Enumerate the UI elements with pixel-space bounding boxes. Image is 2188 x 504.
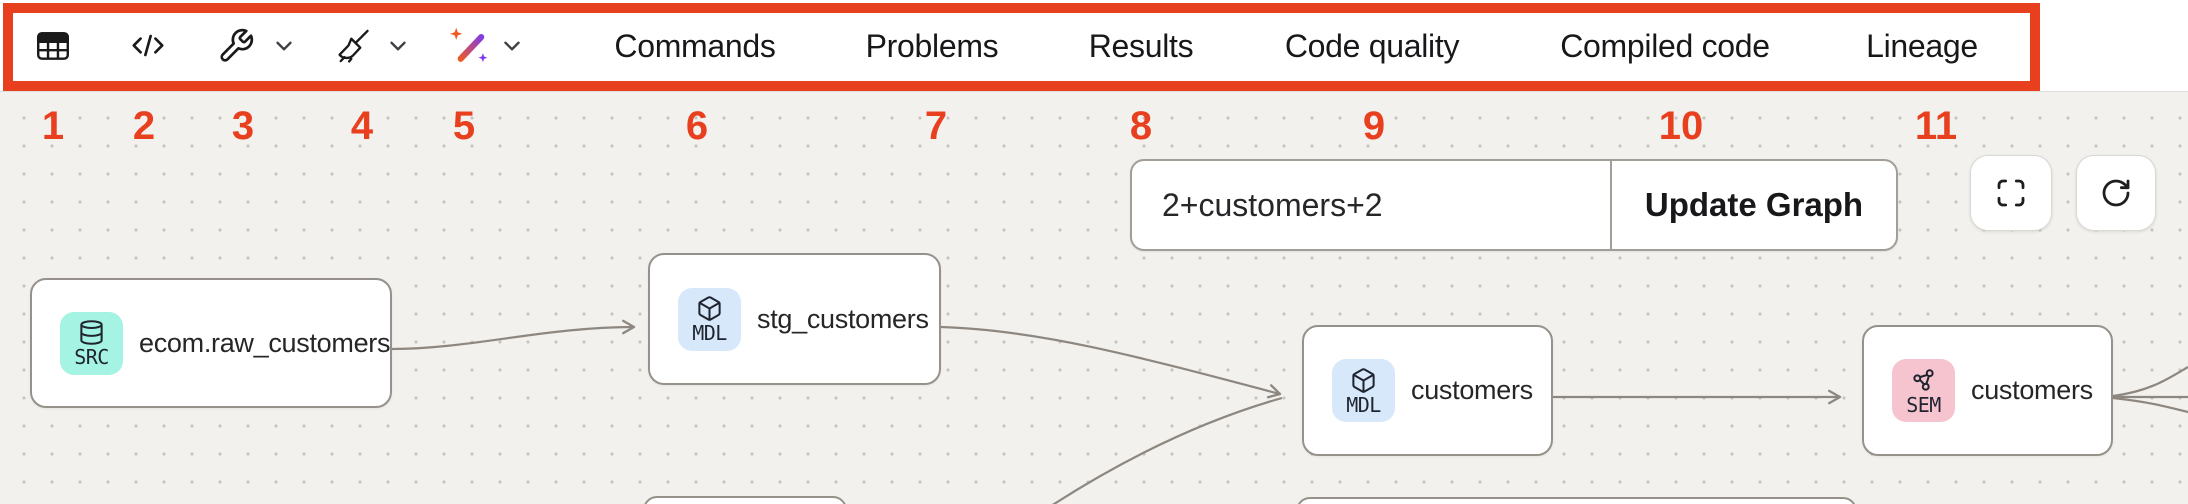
node-badge-mdl: MDL	[678, 287, 741, 351]
annotation-number-8: 8	[1129, 104, 1153, 148]
tab-code-quality[interactable]: Code quality	[1284, 0, 1460, 92]
node-badge-sem: SEM	[1892, 359, 1955, 422]
tab-problems[interactable]: Problems	[866, 0, 999, 92]
tab-label: Problems	[865, 27, 999, 64]
annotation-number-10: 10	[1658, 104, 1704, 148]
node-customers-sem[interactable]: SEM customers	[1862, 325, 2113, 456]
code-icon[interactable]	[128, 0, 168, 92]
filter-divider	[1610, 161, 1612, 249]
refresh-button[interactable]	[2076, 155, 2156, 231]
tab-label: Lineage	[1866, 27, 1978, 64]
tab-results[interactable]: Results	[1089, 0, 1194, 92]
editor-toolbar: Commands Problems Results Code quality C…	[0, 0, 2188, 92]
tab-label: Results	[1088, 27, 1194, 64]
update-graph-button[interactable]: Update Graph	[1612, 161, 1896, 249]
fullscreen-icon	[1997, 179, 2025, 207]
fullscreen-button[interactable]	[1970, 155, 2052, 231]
node-badge-label: SRC	[74, 345, 109, 369]
annotation-number-9: 9	[1362, 104, 1386, 148]
node-badge-mdl: MDL	[1332, 359, 1395, 422]
chevron-down-icon	[504, 41, 520, 51]
magic-wand-dropdown[interactable]	[499, 0, 525, 92]
node-customers-mdl[interactable]: MDL customers	[1302, 325, 1553, 456]
cube-icon	[698, 296, 721, 321]
node-ecom-raw-customers[interactable]: SRC ecom.raw_customers	[30, 278, 392, 408]
graph-filter-input[interactable]	[1132, 161, 1610, 249]
refresh-icon	[2102, 179, 2130, 207]
node-badge-label: MDL	[692, 321, 727, 345]
node-badge-src: SRC	[60, 311, 123, 375]
database-icon	[80, 320, 103, 345]
node-partial-bottom-right[interactable]	[1296, 497, 1857, 504]
semantic-graph-icon	[1913, 368, 1934, 391]
magic-wand-icon[interactable]	[449, 0, 489, 92]
annotation-number-4: 4	[350, 104, 374, 148]
tab-compiled-code[interactable]: Compiled code	[1560, 0, 1770, 92]
annotation-number-2: 2	[132, 104, 156, 148]
annotation-number-7: 7	[924, 104, 948, 148]
cube-icon	[1352, 367, 1375, 393]
broom-icon[interactable]	[334, 0, 372, 92]
annotation-number-6: 6	[685, 104, 709, 148]
node-title: customers	[1971, 375, 2093, 405]
graph-filter-bar: Update Graph	[1130, 159, 1898, 251]
table-icon[interactable]	[34, 0, 72, 92]
node-title: ecom.raw_customers	[139, 327, 391, 358]
wrench-icon[interactable]	[217, 0, 255, 92]
annotation-number-5: 5	[452, 104, 476, 148]
node-title: customers	[1411, 375, 1533, 405]
node-badge-label: MDL	[1346, 392, 1381, 417]
node-badge-label: SEM	[1906, 392, 1941, 417]
node-partial-bottom-left[interactable]	[643, 496, 847, 504]
tab-commands[interactable]: Commands	[614, 0, 776, 92]
node-title: stg_customers	[757, 303, 929, 334]
tab-label: Compiled code	[1560, 27, 1770, 64]
broom-dropdown[interactable]	[385, 0, 411, 92]
chevron-down-icon	[390, 41, 406, 51]
tab-lineage[interactable]: Lineage	[1866, 0, 1978, 92]
chevron-down-icon	[276, 41, 292, 51]
wrench-dropdown[interactable]	[271, 0, 297, 92]
tab-label: Commands	[614, 27, 776, 64]
tab-label: Code quality	[1284, 27, 1460, 64]
annotation-number-1: 1	[41, 104, 65, 148]
annotation-number-3: 3	[231, 104, 255, 148]
annotation-number-11: 11	[1914, 104, 1958, 148]
node-stg-customers[interactable]: MDL stg_customers	[648, 253, 941, 385]
